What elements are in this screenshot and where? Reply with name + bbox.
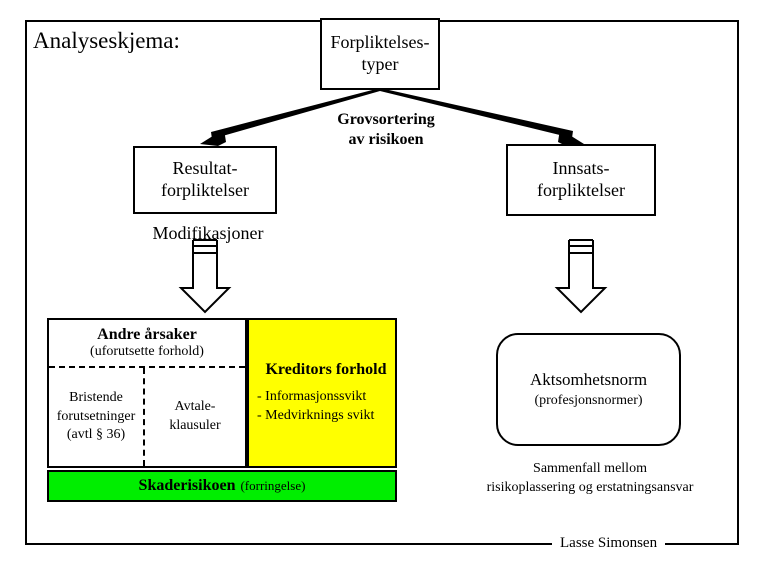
lower-left-group: Andre årsaker (uforutsette forhold) Bris…	[47, 318, 397, 503]
node-andre-arsaker-header: Andre årsaker (uforutsette forhold)	[49, 320, 245, 368]
node-andre-arsaker-title: Andre årsaker	[97, 326, 197, 343]
node-resultatforpliktelser-line1: Resultat-	[172, 158, 238, 179]
node-avtaleklausuler-line2: klausuler	[169, 418, 221, 433]
node-bristende-line1: Bristende	[69, 390, 123, 406]
node-avtaleklausuler-line1: Avtale-	[174, 399, 216, 415]
node-aktsomhetsnorm-title: Aktsomhetsnorm	[529, 370, 648, 389]
node-skaderisikoen[interactable]: Skaderisikoen (forringelse)	[47, 470, 397, 502]
node-andre-arsaker[interactable]: Andre årsaker (uforutsette forhold) Bris…	[47, 318, 247, 468]
node-innsatsforpliktelser[interactable]: Innsats- forpliktelser	[506, 144, 656, 216]
node-aktsomhetsnorm[interactable]: Aktsomhetsnorm (profesjonsnormer)	[496, 333, 681, 446]
node-forpliktelsestyper-line2: typer	[361, 54, 399, 74]
node-bristende-forutsetninger[interactable]: Bristende forutsetninger (avtl § 36)	[49, 368, 145, 466]
node-kreditors-forhold-item2: - Medvirknings svikt	[257, 407, 375, 423]
node-andre-arsaker-subtitle: (uforutsette forhold)	[90, 344, 204, 359]
node-skaderisikoen-main: Skaderisikoen	[138, 477, 236, 494]
node-forpliktelsestyper-line1: Forpliktelses-	[330, 32, 430, 53]
label-grovsortering: Grovsortering av risikoen	[316, 110, 456, 150]
node-skaderisikoen-paren: (forringelse)	[240, 478, 306, 493]
node-forpliktelsestyper[interactable]: Forpliktelses- typer	[320, 18, 440, 90]
node-bristende-line2: forutsetninger	[56, 408, 136, 424]
label-grovsortering-line1: Grovsortering	[337, 111, 435, 128]
node-resultatforpliktelser-line2: forpliktelser	[161, 180, 249, 200]
node-bristende-line3: (avtl § 36)	[66, 427, 126, 443]
node-aktsomhetsnorm-subtitle: (profesjonsnormer)	[534, 393, 643, 408]
node-kreditors-forhold-item1: - Informasjonssvikt	[257, 389, 367, 405]
page-title: Analyseskjema:	[33, 28, 180, 53]
node-resultatforpliktelser[interactable]: Resultat- forpliktelser	[133, 146, 277, 214]
node-avtaleklausuler[interactable]: Avtale- klausuler	[147, 368, 243, 466]
label-sammenfall-line1: Sammenfall mellom	[533, 461, 647, 476]
node-kreditors-forhold[interactable]: Kreditors forhold - Informasjonssvikt - …	[247, 318, 397, 468]
label-sammenfall: Sammenfall mellom risikoplassering og er…	[445, 459, 735, 498]
node-kreditors-forhold-title: Kreditors forhold	[265, 361, 387, 379]
node-innsatsforpliktelser-line1: Innsats-	[552, 158, 610, 179]
node-innsatsforpliktelser-line2: forpliktelser	[537, 180, 625, 200]
footer-signature: Lasse Simonsen	[552, 535, 666, 552]
label-modifikasjoner: Modifikasjoner	[152, 223, 264, 243]
label-sammenfall-line2: risikoplassering og erstatningsansvar	[486, 480, 694, 496]
label-grovsortering-line2: av risikoen	[348, 131, 424, 149]
